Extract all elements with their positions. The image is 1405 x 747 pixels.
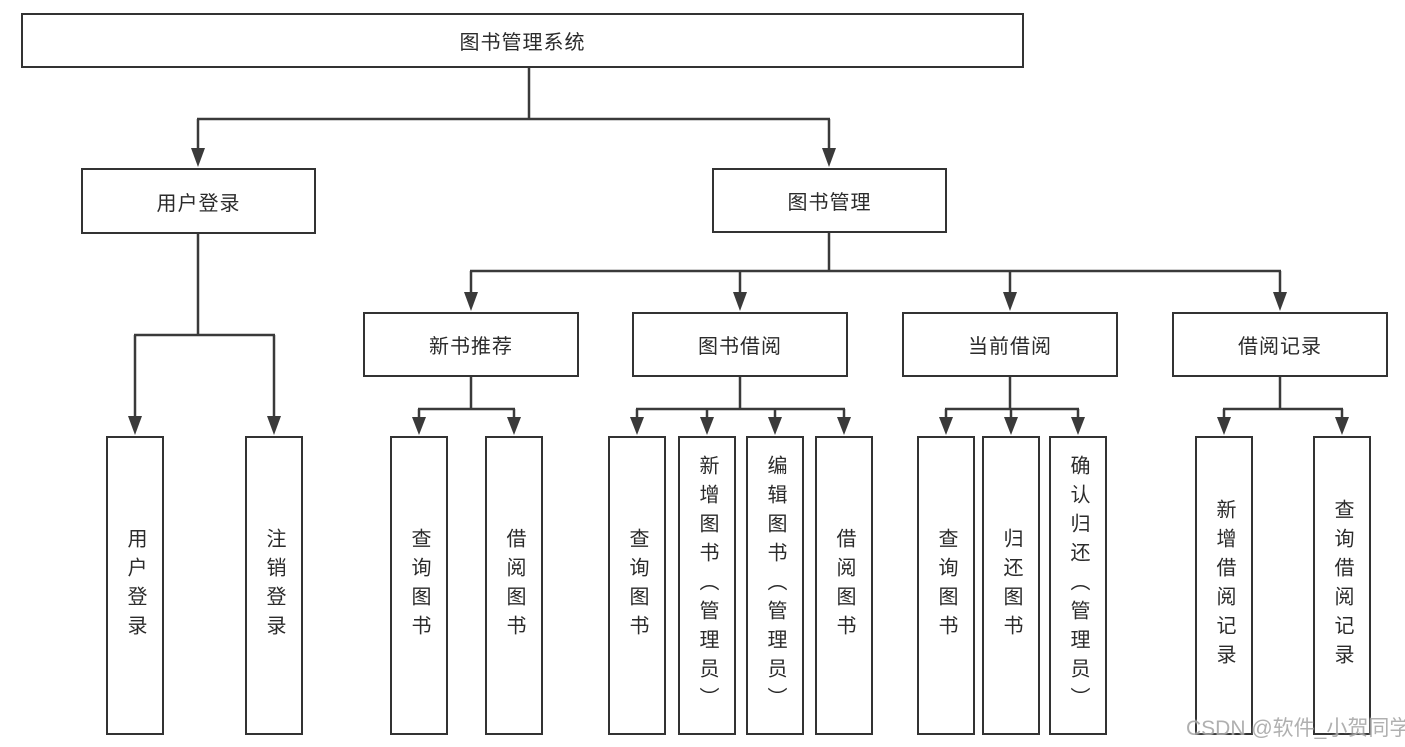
node-new-book-recommend: 新书推荐 xyxy=(363,312,579,377)
node-label: 当前借阅 xyxy=(968,336,1052,358)
node-book-management: 图书管理 xyxy=(712,168,947,233)
leaf-current-return-books: 归还图书 xyxy=(982,436,1040,735)
leaf-borrow-edit-books-admin: 编辑图书（管理员） xyxy=(746,436,804,735)
leaf-label: 用户登录 xyxy=(124,527,146,644)
leaf-records-query-borrow-record: 查询借阅记录 xyxy=(1313,436,1371,735)
node-label: 新书推荐 xyxy=(429,336,513,358)
leaf-current-query-books: 查询图书 xyxy=(917,436,975,735)
node-current-borrowing: 当前借阅 xyxy=(902,312,1118,377)
arrowhead-icon xyxy=(128,416,142,435)
leaf-label: 新增图书（管理员） xyxy=(696,455,718,716)
arrowhead-icon xyxy=(507,417,521,435)
node-label: 借阅记录 xyxy=(1238,336,1322,358)
arrowhead-icon xyxy=(939,417,953,435)
arrowhead-icon xyxy=(700,417,714,435)
arrowhead-icon xyxy=(733,292,747,311)
leaf-label: 查询图书 xyxy=(935,527,957,644)
node-label: 图书借阅 xyxy=(698,336,782,358)
leaf-logout: 注销登录 xyxy=(245,436,303,735)
arrowhead-icon xyxy=(1003,292,1017,311)
arrowhead-icon xyxy=(1004,417,1018,435)
arrowhead-icon xyxy=(768,417,782,435)
node-borrowing-records: 借阅记录 xyxy=(1172,312,1388,377)
leaf-label: 编辑图书（管理员） xyxy=(764,455,786,716)
arrowhead-icon xyxy=(412,417,426,435)
node-label: 用户登录 xyxy=(156,192,241,215)
arrowhead-icon xyxy=(1335,417,1349,435)
leaf-borrow-query-books: 查询图书 xyxy=(608,436,666,735)
leaf-label: 借阅图书 xyxy=(503,527,525,644)
node-label: 图书管理 xyxy=(787,192,872,214)
leaf-borrow-add-books-admin: 新增图书（管理员） xyxy=(678,436,736,735)
leaf-label: 借阅图书 xyxy=(833,527,855,644)
leaf-records-add-borrow-record: 新增借阅记录 xyxy=(1195,436,1253,735)
leaf-label: 确认归还（管理员） xyxy=(1067,455,1089,716)
leaf-user-login: 用户登录 xyxy=(106,436,164,735)
arrowhead-icon xyxy=(267,416,281,435)
node-library-system: 图书管理系统 xyxy=(21,13,1024,68)
arrowhead-icon xyxy=(1071,417,1085,435)
leaf-label: 新增借阅记录 xyxy=(1213,498,1235,673)
leaf-label: 查询借阅记录 xyxy=(1331,498,1353,673)
arrowhead-icon xyxy=(837,417,851,435)
csdn-watermark: CSDN @软件_小贺同学 xyxy=(1186,717,1405,740)
leaf-label: 查询图书 xyxy=(626,527,648,644)
leaf-current-confirm-return-admin: 确认归还（管理员） xyxy=(1049,436,1107,735)
node-user-login: 用户登录 xyxy=(81,168,316,234)
leaf-label: 归还图书 xyxy=(1000,527,1022,644)
node-label: 图书管理系统 xyxy=(459,32,586,54)
arrowhead-icon xyxy=(191,148,205,167)
leaf-recommend-query-books: 查询图书 xyxy=(390,436,448,735)
arrowhead-icon xyxy=(1273,292,1287,311)
leaf-label: 查询图书 xyxy=(408,527,430,644)
arrowhead-icon xyxy=(464,292,478,311)
arrowhead-icon xyxy=(1217,417,1231,435)
node-book-borrowing: 图书借阅 xyxy=(632,312,848,377)
arrowhead-icon xyxy=(630,417,644,435)
arrowhead-icon xyxy=(822,148,836,167)
leaf-recommend-borrow-books: 借阅图书 xyxy=(485,436,543,735)
leaf-borrow-borrow-books: 借阅图书 xyxy=(815,436,873,735)
leaf-label: 注销登录 xyxy=(263,527,285,644)
